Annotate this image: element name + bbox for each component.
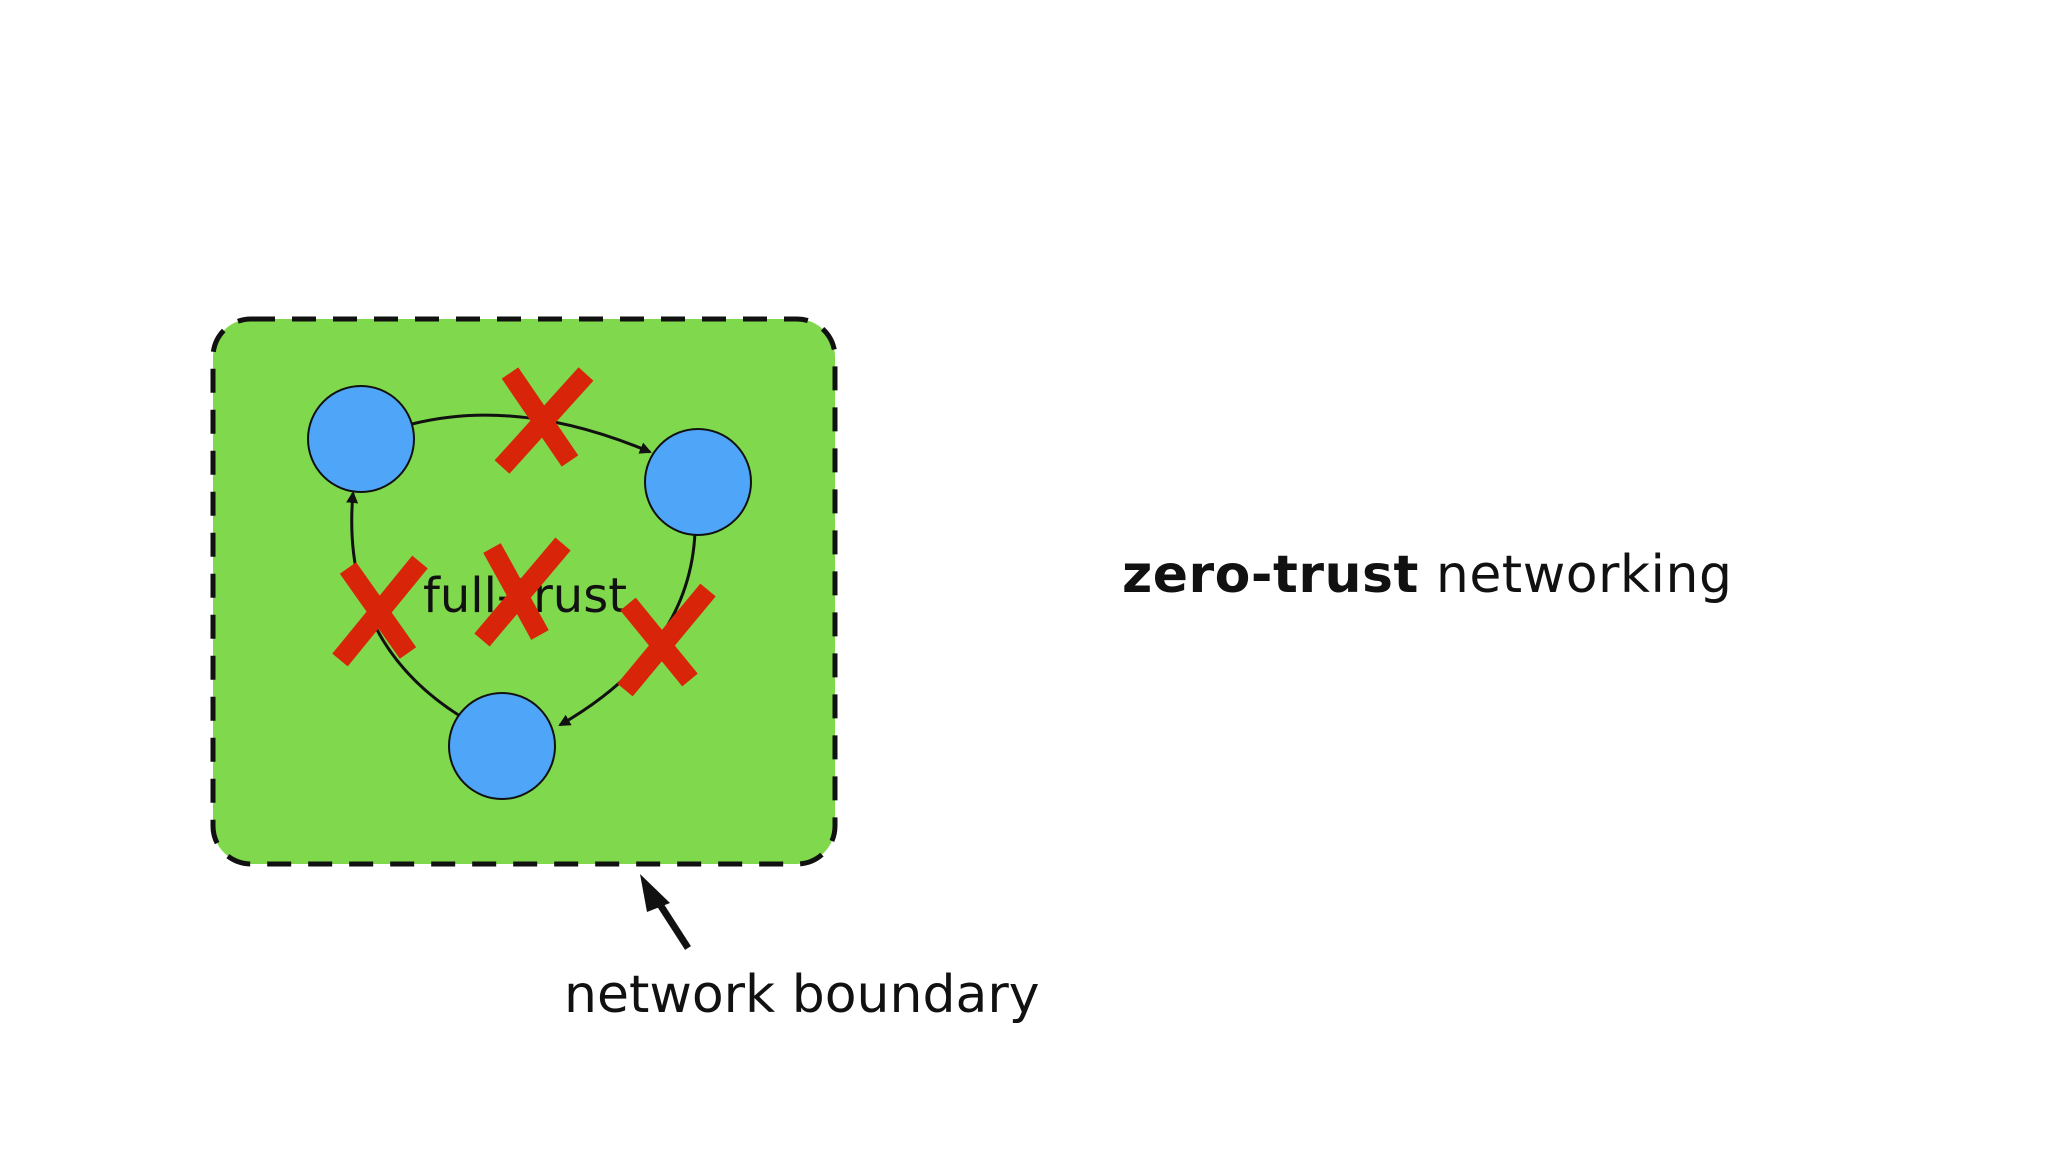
node-bottom — [448, 692, 556, 800]
zero-trust-heading: zero-trust networking — [1122, 545, 1732, 605]
edge-top-left-to-right — [411, 413, 652, 454]
cross-left — [332, 555, 428, 667]
boundary-arrow-head — [640, 874, 670, 912]
cross-center — [474, 537, 571, 647]
network-boundary-label: network boundary — [564, 965, 1039, 1025]
node-right — [644, 428, 752, 536]
cross-right — [617, 583, 716, 697]
cross-top — [494, 367, 594, 474]
heading-bold: zero-trust — [1122, 545, 1419, 605]
node-top-left — [307, 385, 415, 493]
heading-rest: networking — [1435, 545, 1733, 605]
